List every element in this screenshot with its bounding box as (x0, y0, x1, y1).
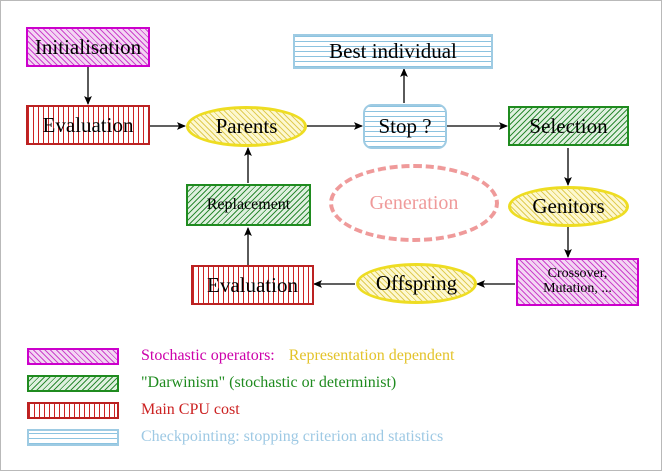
legend-label-darwinism: "Darwinism" (stochastic or determinist) (141, 374, 397, 391)
node-replacement-label: Replacement (206, 195, 291, 213)
legend-row-darwinism: "Darwinism" (stochastic or determinist) (27, 371, 627, 395)
node-evaluation-bottom[interactable]: Evaluation (191, 265, 314, 305)
node-generation-label: Generation (369, 191, 459, 214)
legend-swatch-green-hatch (27, 374, 119, 392)
node-offspring[interactable]: Offspring (356, 263, 477, 304)
node-offspring-label: Offspring (375, 271, 458, 296)
legend-label-stochastic-operators: Stochastic operators: (141, 347, 275, 364)
node-parents-label: Parents (215, 114, 278, 139)
node-parents[interactable]: Parents (186, 106, 307, 147)
node-replacement[interactable]: Replacement (186, 184, 311, 226)
node-stop[interactable]: Stop ? (363, 104, 447, 149)
legend-label-main-cpu-cost: Main CPU cost (141, 401, 240, 418)
legend-row-main-cpu-cost: Main CPU cost (27, 398, 627, 422)
node-best-individual[interactable]: Best individual (293, 34, 493, 69)
node-selection-label: Selection (529, 113, 608, 138)
legend-swatch-red-vertical (27, 401, 119, 419)
node-evaluation-top-label: Evaluation (42, 112, 134, 137)
node-generation-boundary: Generation (329, 164, 499, 242)
node-initialisation[interactable]: Initialisation (26, 27, 150, 67)
legend-text-stochastic-operators: Stochastic operators: Representation depe… (141, 347, 454, 365)
legend-swatch-magenta-hatch (27, 347, 119, 365)
legend-row-checkpointing: Checkpointing: stopping criterion and st… (27, 425, 627, 449)
legend-label-representation-dependent: Representation dependent (288, 347, 455, 364)
node-crossover-mutation[interactable]: Crossover, Mutation, ... (516, 258, 639, 306)
node-genitors-label: Genitors (532, 194, 605, 219)
legend: Stochastic operators: Representation depe… (27, 344, 627, 452)
node-genitors[interactable]: Genitors (508, 186, 629, 227)
node-crossover-mutation-label: Crossover, Mutation, ... (543, 266, 612, 296)
legend-label-checkpointing: Checkpointing: stopping criterion and st… (141, 428, 444, 445)
node-selection[interactable]: Selection (508, 106, 629, 146)
legend-swatch-blue-horizontal (27, 428, 119, 446)
node-evaluation-top[interactable]: Evaluation (26, 105, 150, 145)
node-initialisation-label: Initialisation (34, 34, 142, 59)
node-best-individual-label: Best individual (329, 39, 457, 64)
node-evaluation-bottom-label: Evaluation (207, 272, 298, 297)
node-stop-label: Stop ? (378, 114, 432, 139)
legend-row-stochastic-operators: Stochastic operators: Representation depe… (27, 344, 627, 368)
